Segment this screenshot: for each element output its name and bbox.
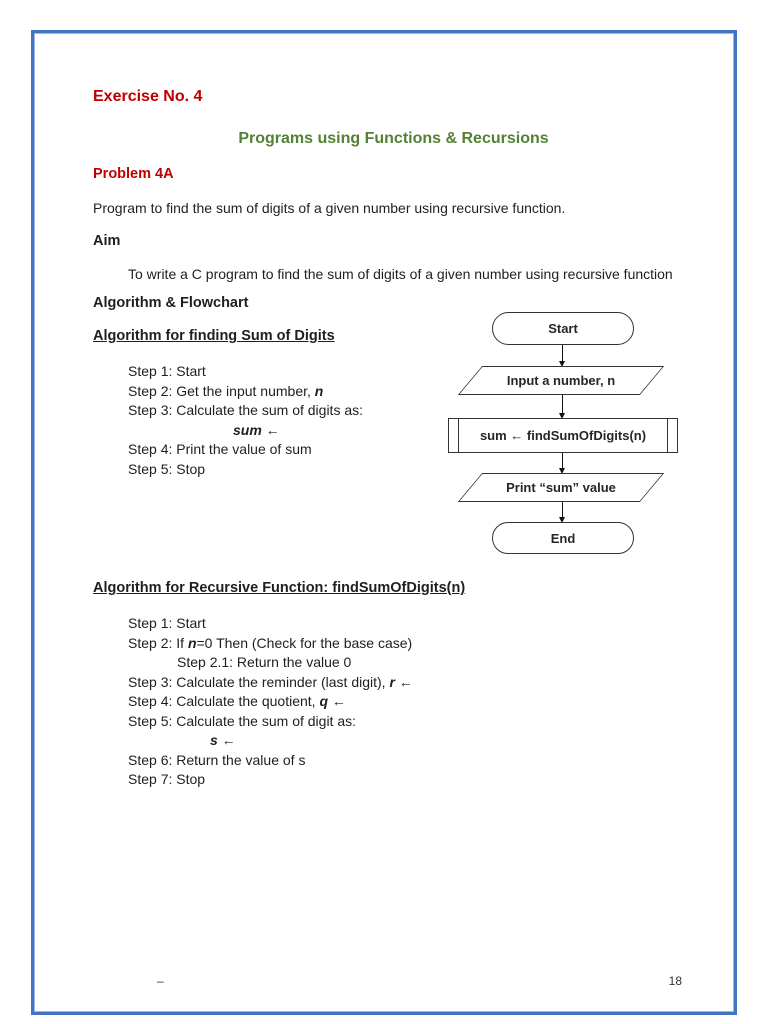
algorithm-step: Step 5: Calculate the sum of digit as: [128,712,357,729]
algorithm-step: Step 4: Calculate the quotient, q ← [128,693,346,709]
algorithm-step: Step 6: Return the value of s [128,751,306,768]
algorithm-step: Step 1: Start [128,615,206,631]
algorithm2-heading: Algorithm for Recursive Function: findSu… [93,580,466,596]
flowchart-input-label: Input a number, n [506,373,616,388]
flowchart-predefined-process-node: sum ← findSumOfDigits(n) [448,418,678,453]
flowchart-print-node: Print “sum” value [455,473,667,502]
exercise-title: Exercise No. 4 [93,88,203,105]
flowchart-end-node: End [492,522,634,554]
document-subtitle: Programs using Functions & Recursions [238,130,549,147]
algorithm-step: Step 2: Get the input number, n [128,382,324,399]
algorithm-step: sum ← [233,421,280,438]
document-page: Exercise No. 4 Programs using Functions … [31,30,737,1015]
flowchart: Start Input a number, n sum ← findSumOfD… [448,312,680,557]
footer-dash: – [157,974,164,988]
page-number: 18 [668,974,682,988]
aim-heading: Aim [93,233,121,249]
flowchart-process-label: sum ← findSumOfDigits(n) [479,428,647,443]
aim-text: To write a C program to find the sum of … [128,266,673,282]
algorithm-step: Step 1: Start [128,363,206,379]
algorithm-step: Step 2.1: Return the value 0 [177,654,352,670]
problem-label: Problem 4A [93,166,174,182]
flowchart-input-node: Input a number, n [455,366,667,395]
algorithm-flowchart-heading: Algorithm & Flowchart [93,295,249,311]
flowchart-end-label: End [550,530,576,546]
algorithm1-heading: Algorithm for finding Sum of Digits [93,328,335,344]
page-content: Exercise No. 4 Programs using Functions … [34,33,734,1012]
predefined-process-bar [667,419,668,452]
algorithm-step: Step 4: Print the value of sum [128,441,312,457]
flowchart-start-node: Start [492,312,634,345]
flowchart-arrow [558,395,565,419]
flowchart-arrow [558,453,565,474]
algorithm-step: s ← [210,732,236,748]
algorithm-step: Step 2: If n=0 Then (Check for the base … [128,634,413,651]
flowchart-arrow [558,345,565,367]
flowchart-start-label: Start [548,321,578,336]
predefined-process-bar [458,419,459,452]
algorithm-step: Step 7: Stop [128,771,206,787]
flowchart-arrow [558,502,565,523]
algorithm-step: Step 5: Stop [128,460,206,477]
algorithm-step: Step 3: Calculate the reminder (last dig… [128,673,413,690]
flowchart-print-label: Print “sum” value [506,480,616,495]
problem-description: Program to find the sum of digits of a g… [93,200,566,216]
algorithm-step: Step 3: Calculate the sum of digits as: [128,402,364,418]
